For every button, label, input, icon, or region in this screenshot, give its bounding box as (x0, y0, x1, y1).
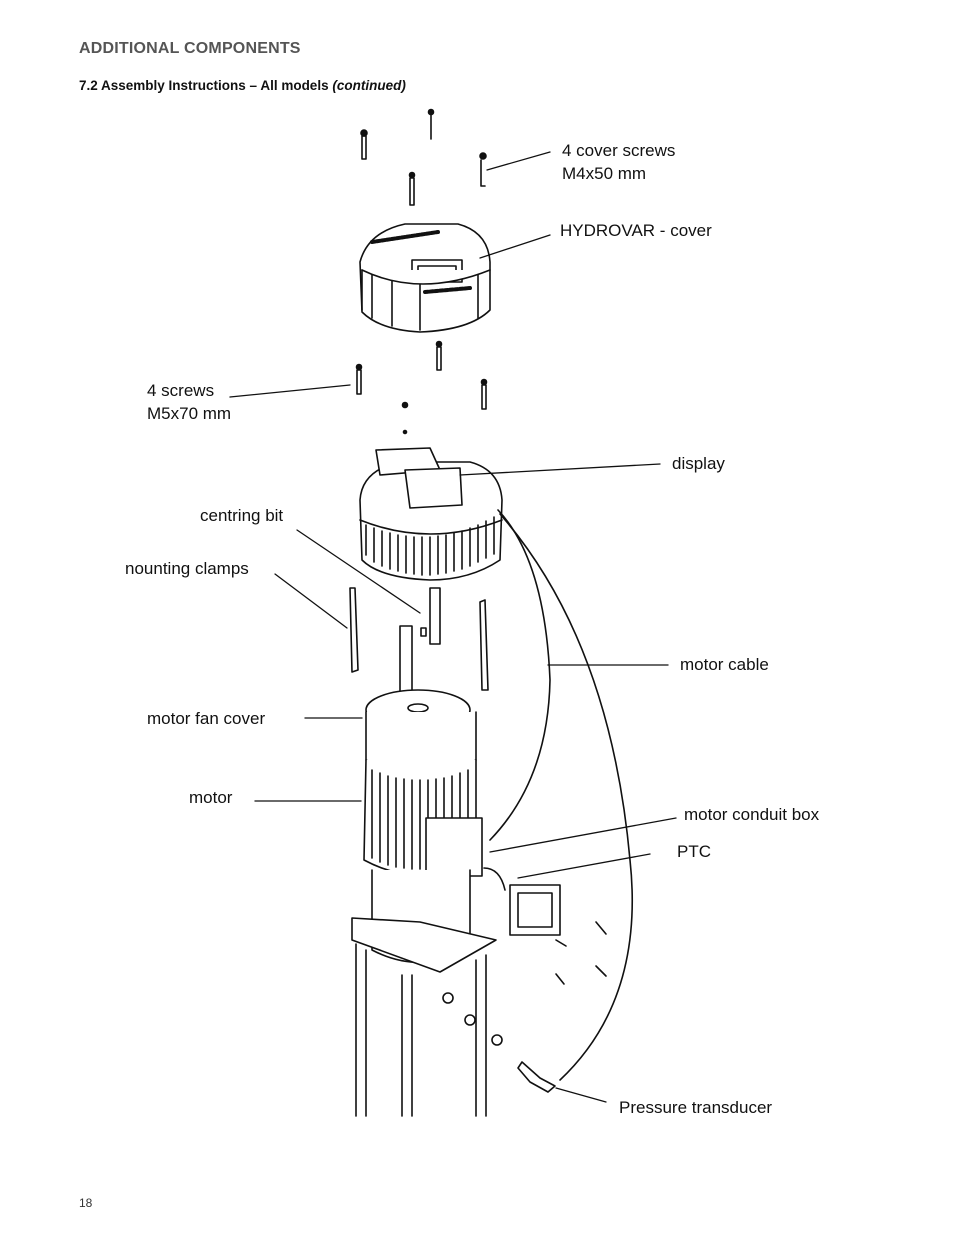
subsection-continued: (continued) (332, 78, 406, 93)
label-mounting-clamps: nounting clamps (125, 559, 249, 578)
label-cover-screws-size: M4x50 mm (562, 164, 647, 183)
motor-drawing (351, 689, 503, 1117)
section-title: ADDITIONAL COMPONENTS (79, 40, 301, 57)
page-number: 18 (79, 1196, 93, 1210)
label-motor-fan-cover: motor fan cover (147, 709, 266, 728)
clamps-drawing (349, 587, 489, 697)
label-pressure-transducer: Pressure transducer (619, 1098, 773, 1117)
screws-m5-drawing (355, 340, 488, 435)
hydrovar-cover-drawing (359, 223, 491, 333)
label-screws: 4 screws (147, 381, 215, 400)
ptc-drawing (483, 867, 607, 985)
leader-lines (229, 151, 677, 1103)
cover-screws-drawing (360, 108, 487, 206)
label-motor-conduit-box: motor conduit box (684, 805, 820, 824)
label-ptc: PTC (677, 842, 711, 861)
subsection-main: 7.2 Assembly Instructions – All models (79, 78, 329, 93)
subsection-heading: 7.2 Assembly Instructions – All models (… (79, 78, 406, 93)
label-hydrovar-cover: HYDROVAR - cover (560, 221, 712, 240)
label-motor-cable: motor cable (680, 655, 769, 674)
display-unit-drawing (359, 447, 503, 581)
label-display: display (672, 454, 725, 473)
label-motor: motor (189, 788, 233, 807)
label-centring-bit: centring bit (200, 506, 284, 525)
label-screws-size: M5x70 mm (147, 404, 232, 423)
pressure-transducer-drawing (517, 1061, 556, 1093)
motor-cable-drawing (489, 509, 633, 1081)
label-cover-screws: 4 cover screws (562, 141, 676, 160)
